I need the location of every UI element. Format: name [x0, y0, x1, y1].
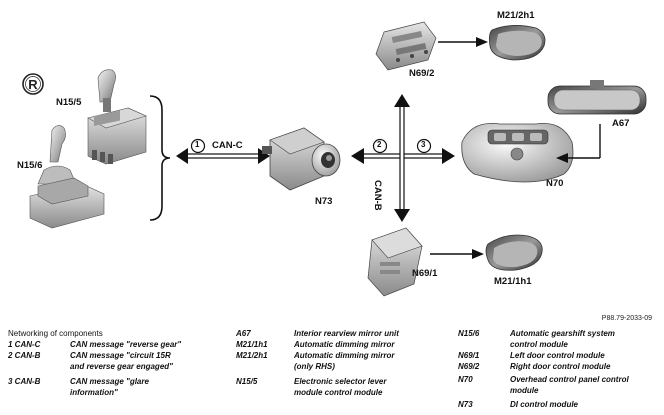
legend-desc: Electronic selector lever: [294, 377, 387, 386]
label-num-3: 3: [421, 140, 426, 149]
legend-code: N15/6: [458, 329, 480, 338]
legend-desc: Automatic dimming mirror: [294, 351, 395, 360]
label-n69-2: N69/2: [409, 68, 435, 79]
n15-5-selector-lever-image: [87, 69, 147, 165]
legend-msg-id: 3 CAN-B: [8, 377, 41, 386]
n73-di-module-image: [262, 127, 341, 191]
legend-code: M21/2h1: [236, 351, 268, 360]
label-n15-5: N15/5: [56, 97, 82, 108]
reference-code: P88.79-2033-09: [601, 315, 652, 322]
a67-to-n70-arrow: [556, 124, 601, 163]
label-can-c: CAN-C: [212, 140, 243, 151]
n69-2-door-module-image: [375, 21, 437, 71]
legend-desc: Right door control module: [510, 362, 611, 371]
legend-code: N69/1: [458, 351, 480, 360]
m21-1h1-mirror-image: [485, 234, 543, 271]
svg-text:R: R: [28, 77, 38, 92]
legend-msg-text: CAN message "reverse gear": [70, 340, 182, 349]
legend-msg-id: 1 CAN-C: [8, 340, 41, 349]
legend-code: N70: [458, 375, 473, 384]
legend-title: Networking of components: [8, 329, 103, 338]
legend-code: N69/2: [458, 362, 480, 371]
label-n70: N70: [546, 178, 564, 189]
legend-msg-text: CAN message "circuit 15R: [70, 351, 171, 360]
marker-2: [372, 138, 388, 154]
registered-icon: R: [22, 73, 44, 95]
legend-code: M21/1h1: [236, 340, 268, 349]
legend-desc-cont: module: [510, 386, 539, 395]
label-n73: N73: [315, 196, 333, 207]
network-diagram: R: [22, 21, 647, 297]
legend-msg-text-cont: information": [70, 388, 118, 397]
label-can-b: CAN-B: [372, 180, 383, 211]
legend-desc: Left door control module: [510, 351, 605, 360]
label-a67: A67: [612, 118, 630, 129]
n69-1-door-module-image: [367, 227, 423, 297]
can-b-hub-arrows: [351, 94, 455, 222]
legend-desc-cont: (only RHS): [294, 362, 335, 371]
legend-desc: Interior rearview mirror unit: [294, 329, 399, 338]
legend-desc: Automatic gearshift system: [510, 329, 615, 338]
legend-code: N73: [458, 400, 473, 409]
legend-code: A67: [236, 329, 251, 338]
marker-1: [190, 138, 206, 154]
label-num-1: 1: [195, 140, 200, 149]
m21-2h1-mirror-image: [488, 25, 546, 61]
n15-6-gearshift-image: [29, 125, 105, 229]
legend-msg-text-cont: and reverse gear engaged": [70, 362, 173, 371]
legend-desc: DI control module: [510, 400, 578, 409]
n70-overhead-panel-image: [461, 123, 574, 183]
legend-desc: Overhead control panel control: [510, 375, 629, 384]
can-c-arrow: [176, 148, 270, 164]
group-bracket: [149, 95, 171, 221]
legend-desc-cont: control module: [510, 340, 568, 349]
label-n69-1: N69/1: [412, 268, 438, 279]
label-num-2: 2: [377, 140, 382, 149]
a67-interior-mirror-image: [547, 80, 647, 115]
legend-code: N15/5: [236, 377, 258, 386]
legend-desc: Automatic dimming mirror: [294, 340, 395, 349]
legend-msg-id: 2 CAN-B: [8, 351, 41, 360]
label-m21-2h1: M21/2h1: [497, 10, 535, 21]
n69-2-to-m21-2h1-arrow: [438, 37, 488, 47]
label-m21-1h1: M21/1h1: [494, 276, 532, 287]
legend-msg-text: CAN message "glare: [70, 377, 149, 386]
marker-3: [416, 138, 432, 154]
n69-1-to-m21-1h1-arrow: [430, 249, 484, 259]
legend-desc-cont: module control module: [294, 388, 383, 397]
label-n15-6: N15/6: [17, 160, 43, 171]
